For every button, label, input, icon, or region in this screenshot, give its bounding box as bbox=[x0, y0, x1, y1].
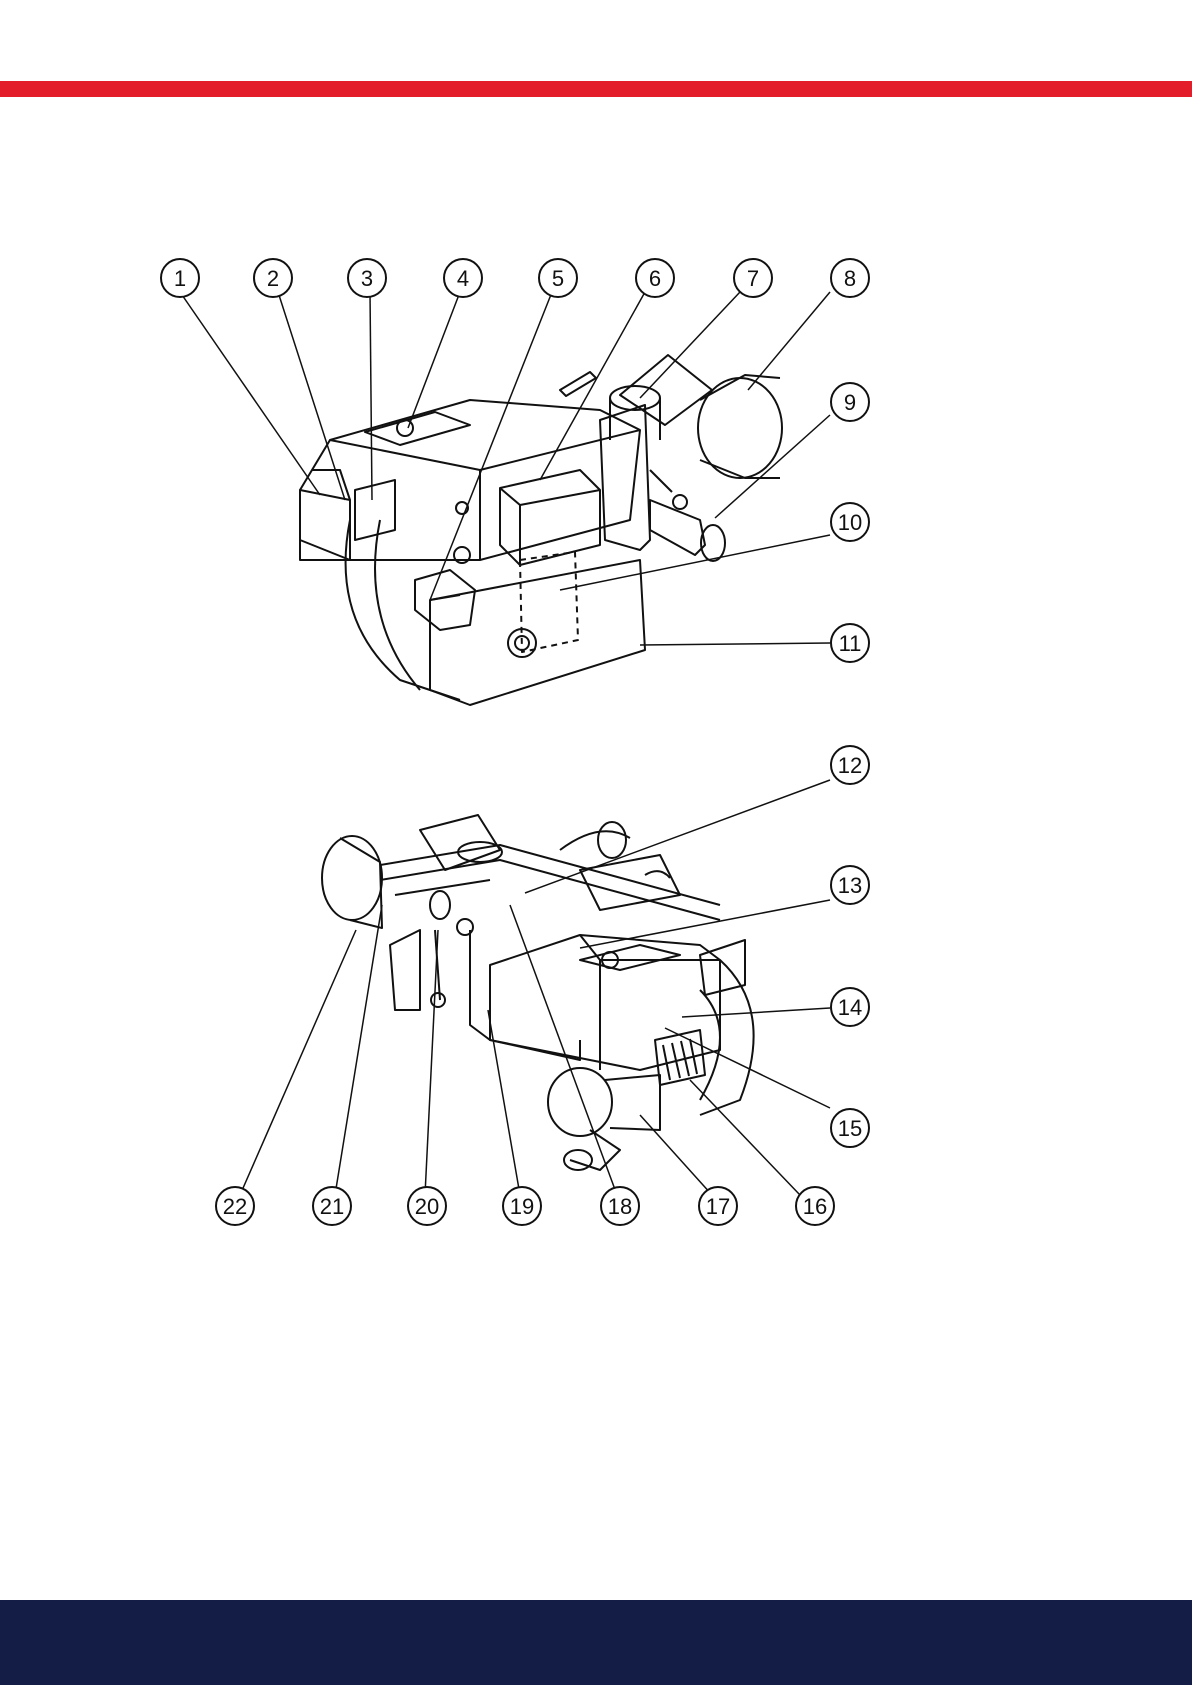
callout-7: 7 bbox=[734, 259, 772, 297]
callout-2: 2 bbox=[254, 259, 292, 297]
burner-view-rear bbox=[322, 815, 754, 1170]
callout-13: 13 bbox=[831, 866, 869, 904]
callout-14: 14 bbox=[831, 988, 869, 1026]
callout-number: 10 bbox=[838, 510, 862, 535]
callout-6: 6 bbox=[636, 259, 674, 297]
callout-15: 15 bbox=[831, 1109, 869, 1147]
callout-12: 12 bbox=[831, 746, 869, 784]
callout-number: 21 bbox=[320, 1194, 344, 1219]
callout-5: 5 bbox=[539, 259, 577, 297]
callout-number: 6 bbox=[649, 266, 661, 291]
callout-number: 9 bbox=[844, 390, 856, 415]
callout-number: 15 bbox=[838, 1116, 862, 1141]
callout-number: 1 bbox=[174, 266, 186, 291]
callout-number: 13 bbox=[838, 873, 862, 898]
callout-number: 4 bbox=[457, 266, 469, 291]
callout-3: 3 bbox=[348, 259, 386, 297]
callout-number: 2 bbox=[267, 266, 279, 291]
callout-number: 17 bbox=[706, 1194, 730, 1219]
callout-21: 21 bbox=[313, 1187, 351, 1225]
callout-number: 5 bbox=[552, 266, 564, 291]
callout-16: 16 bbox=[796, 1187, 834, 1225]
callout-22: 22 bbox=[216, 1187, 254, 1225]
callout-20: 20 bbox=[408, 1187, 446, 1225]
callout-number: 7 bbox=[747, 266, 759, 291]
callout-11: 11 bbox=[831, 624, 869, 662]
callout-19: 19 bbox=[503, 1187, 541, 1225]
burner-view-front bbox=[300, 355, 782, 705]
callout-8: 8 bbox=[831, 259, 869, 297]
callout-number: 20 bbox=[415, 1194, 439, 1219]
leader-lines bbox=[180, 292, 830, 1195]
callout-4: 4 bbox=[444, 259, 482, 297]
callout-number: 3 bbox=[361, 266, 373, 291]
callout-number: 14 bbox=[838, 995, 862, 1020]
callout-number: 12 bbox=[838, 753, 862, 778]
callout-17: 17 bbox=[699, 1187, 737, 1225]
callout-number: 11 bbox=[839, 631, 862, 656]
callout-number: 22 bbox=[223, 1194, 247, 1219]
callout-9: 9 bbox=[831, 383, 869, 421]
callout-1: 1 bbox=[161, 259, 199, 297]
callout-number: 19 bbox=[510, 1194, 534, 1219]
callout-number: 16 bbox=[803, 1194, 827, 1219]
callout-18: 18 bbox=[601, 1187, 639, 1225]
callout-number: 8 bbox=[844, 266, 856, 291]
callout-10: 10 bbox=[831, 503, 869, 541]
callout-number: 18 bbox=[608, 1194, 632, 1219]
